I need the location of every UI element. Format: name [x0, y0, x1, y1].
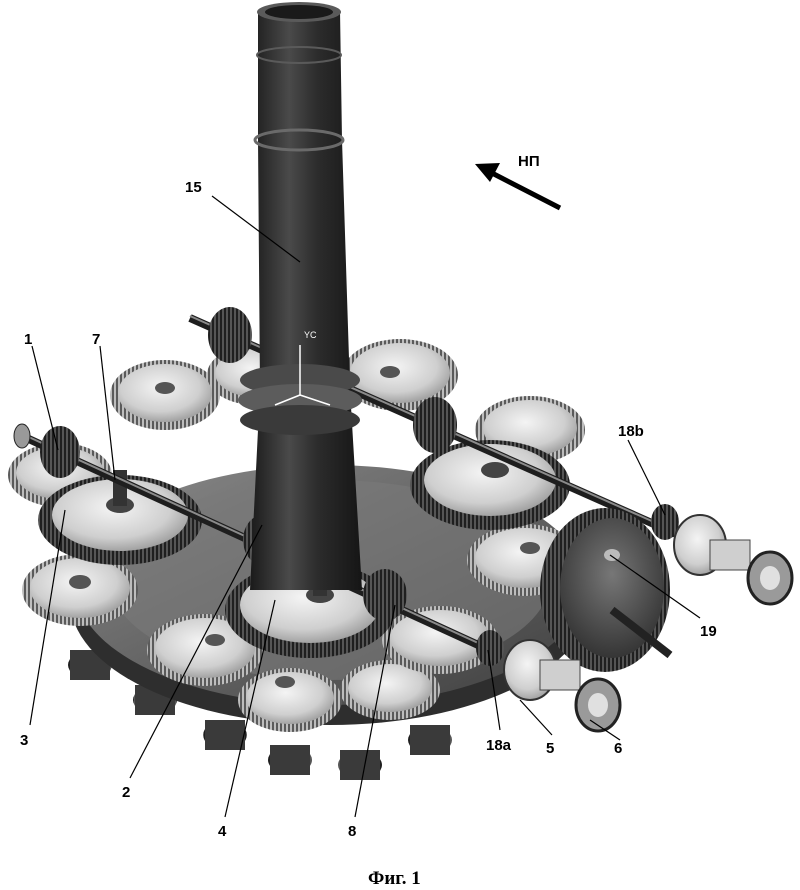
direction-arrow: НП	[475, 153, 562, 211]
coupling-right	[673, 514, 794, 606]
label-8: 8	[348, 823, 356, 840]
gear-back-right	[342, 339, 458, 411]
shaft-marking: YC	[304, 330, 317, 340]
gear-front-mid	[238, 668, 342, 732]
reference-labels: 1 7 15 18b 19 3 2 4 8 18a 5 6	[20, 179, 717, 840]
central-shaft: YC	[238, 2, 362, 590]
label-19: 19	[700, 623, 717, 640]
large-gear-19	[540, 508, 673, 672]
coupling-front	[503, 639, 622, 733]
label-5: 5	[546, 740, 554, 757]
figure-caption: Фиг. 1	[368, 868, 421, 889]
bevel-gear-1	[40, 426, 80, 478]
gear-left-front	[22, 554, 138, 626]
label-3: 3	[20, 732, 28, 749]
label-6: 6	[614, 740, 622, 757]
direction-label: НП	[518, 153, 540, 170]
label-4: 4	[218, 823, 227, 840]
gear-front-right	[340, 660, 440, 720]
lower-gear-row	[68, 650, 452, 780]
bevel-gear-18b	[651, 504, 679, 540]
label-18b: 18b	[618, 423, 644, 440]
bevel-gear-18a	[476, 630, 504, 666]
shaft-end-left	[13, 423, 31, 449]
label-18a: 18a	[486, 737, 512, 754]
bevel-gear-8	[363, 569, 407, 621]
gear-front-left	[147, 614, 263, 686]
label-15: 15	[185, 179, 202, 196]
leader-lines	[29, 195, 701, 818]
label-2: 2	[122, 784, 130, 801]
label-1: 1	[24, 331, 32, 348]
gear-back-left	[110, 360, 220, 430]
gear-right-front	[382, 606, 498, 674]
label-7: 7	[92, 331, 100, 348]
